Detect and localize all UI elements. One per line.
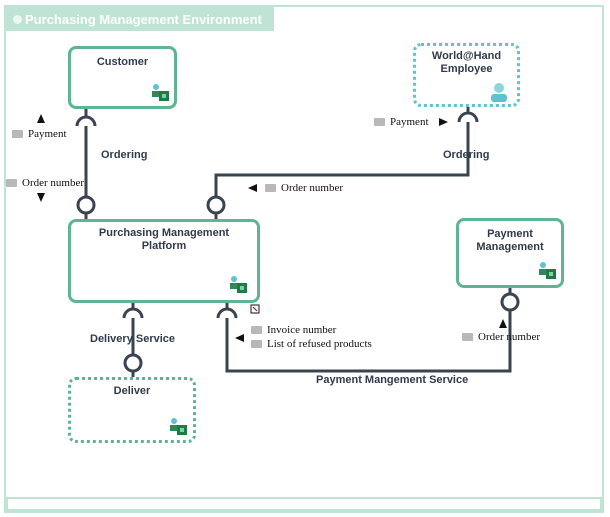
ordering-right-line [214, 122, 470, 197]
customer-node[interactable]: Customer [68, 46, 177, 109]
message-invoice-number: Invoice number [251, 324, 336, 336]
message-icon [462, 333, 473, 341]
arrow-up-order-payment [499, 319, 507, 328]
payment-management-node[interactable]: Payment Management [456, 218, 564, 288]
component-icon [170, 418, 187, 435]
deliver-ball [123, 353, 143, 373]
resize-handle-mark [252, 306, 258, 312]
message-icon [251, 326, 262, 334]
message-payment-right: Payment [374, 116, 429, 128]
message-order-number-mid: Order number [265, 182, 343, 194]
environment-frame [4, 5, 604, 513]
payment-service-line [225, 310, 512, 373]
worldhand-socket [457, 111, 479, 123]
message-icon [265, 184, 276, 192]
worldhand-employee-node[interactable]: World@Hand Employee [413, 43, 520, 107]
message-payment-left-text: Payment [28, 128, 67, 140]
message-icon [6, 179, 17, 187]
person-icon [491, 83, 507, 102]
ordering-left-label: Ordering [101, 149, 148, 161]
purchasing-platform-label: Purchasing Management Platform [98, 227, 230, 252]
environment-footer-bar [6, 497, 602, 511]
ordering-right-label: Ordering [443, 149, 490, 161]
arrow-up-payment-left [37, 114, 45, 123]
environment-icon [13, 14, 22, 24]
customer-label: Customer [96, 56, 149, 68]
platform-socket-payment [216, 307, 238, 319]
worldhand-employee-label: World@Hand Employee [431, 50, 502, 75]
environment-title-tab[interactable]: Purchasing Management Environment [6, 7, 274, 31]
platform-socket-delivery [122, 307, 144, 319]
component-icon [230, 276, 247, 293]
arrow-right-payment [439, 118, 448, 126]
platform-ball-right [206, 195, 226, 215]
deliver-node[interactable]: Deliver [68, 377, 196, 443]
arrow-left-invoice [235, 334, 244, 342]
message-order-number-payment: Order number [462, 331, 540, 343]
environment-title: Purchasing Management Environment [25, 11, 262, 27]
message-refused-products: List of refused products [251, 338, 372, 350]
payment-management-label: Payment Management [476, 228, 544, 253]
message-payment-right-text: Payment [390, 116, 429, 128]
message-icon [251, 340, 262, 348]
arrow-left-order-mid [248, 184, 257, 192]
message-refused-products-text: List of refused products [267, 338, 372, 350]
arrow-down-order-left [37, 193, 45, 202]
component-icon [152, 84, 169, 101]
message-order-number-left: Order number [6, 177, 84, 189]
message-payment-left: Payment [12, 128, 67, 140]
message-order-number-left-text: Order number [22, 177, 85, 189]
deliver-label: Deliver [113, 385, 151, 397]
message-icon [374, 118, 385, 126]
payment-service-label: Payment Mangement Service [316, 374, 469, 386]
platform-ball-left [76, 195, 96, 215]
message-order-number-payment-text: Order number [478, 331, 541, 343]
purchasing-platform-node[interactable]: Purchasing Management Platform [68, 219, 260, 303]
component-icon [539, 262, 556, 279]
delivery-service-label: Delivery Service [90, 333, 176, 345]
customer-socket [75, 115, 97, 127]
payment-ball [500, 292, 520, 312]
message-icon [12, 130, 23, 138]
message-order-number-mid-text: Order number [281, 182, 344, 194]
message-invoice-number-text: Invoice number [267, 324, 337, 336]
